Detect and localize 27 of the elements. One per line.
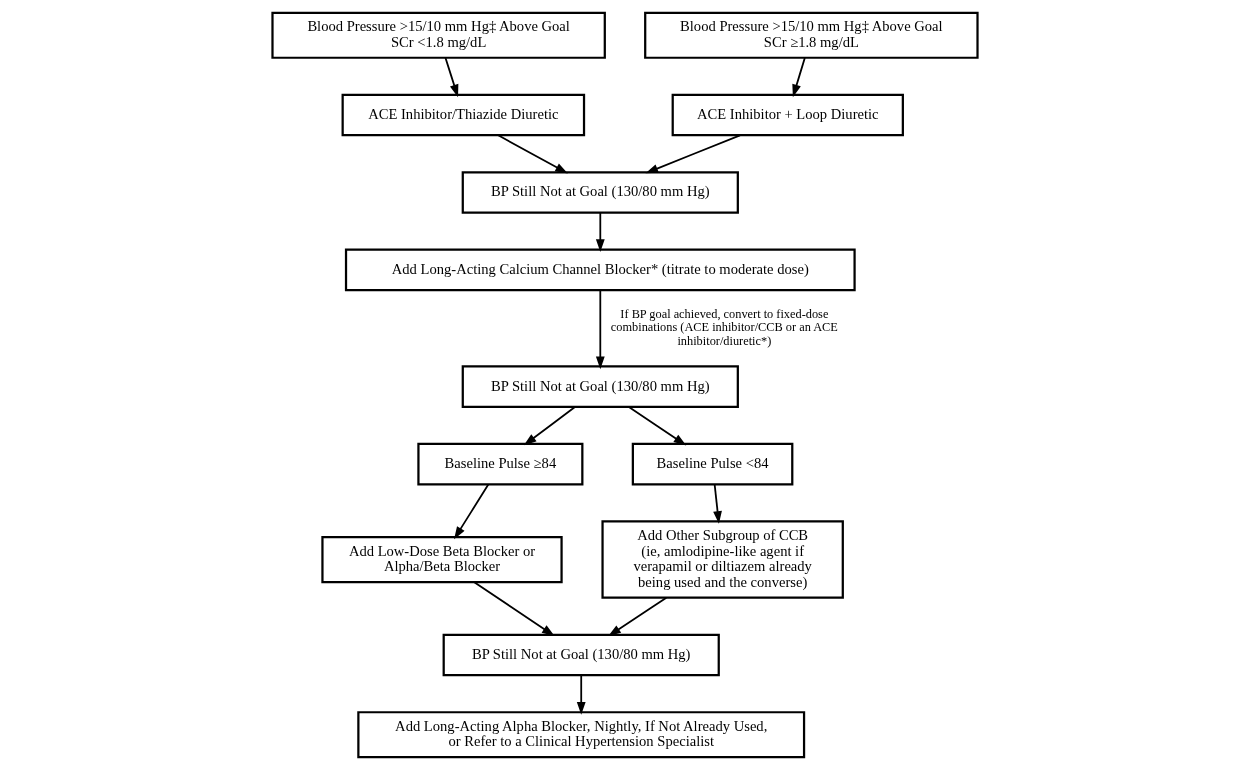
node-box: Blood Pressure >15/10 mm Hg‡ Above Goal SCr ≥1.8 mg/dL: [644, 11, 979, 59]
arrow: [713, 483, 722, 524]
arrow: [523, 406, 576, 446]
node-box: Add Long-Acting Calcium Channel Blocker* (titrate to moderate dose): [344, 248, 856, 292]
node-box: BP Still Not at Goal (130/80 mm Hg): [442, 633, 720, 677]
arrow: [473, 581, 555, 636]
node-box: Blood Pressure >15/10 mm Hg‡ Above Goal SCr <1.8 mg/dL: [271, 11, 606, 59]
node-box: Add Low-Dose Beta Blocker or Alpha/Beta Blocker: [321, 536, 563, 584]
arrow: [444, 57, 459, 98]
node-box: ACE Inhibitor + Loop Diuretic: [671, 93, 904, 137]
node-box: Add Long-Acting Alpha Blocker, Nightly, If Not Already Used, or Refer to a Clinical Hypertension Specialist: [357, 711, 806, 759]
arrow: [792, 57, 806, 98]
arrow: [576, 674, 586, 715]
arrow: [645, 134, 741, 174]
node-box: Baseline Pulse <84: [631, 442, 794, 486]
arrow: [608, 596, 668, 637]
arrow: [595, 289, 605, 370]
node-box: BP Still Not at Goal (130/80 mm Hg): [461, 171, 739, 214]
arrow: [497, 134, 568, 174]
arrow: [454, 483, 490, 540]
node-box: BP Still Not at Goal (130/80 mm Hg): [461, 365, 739, 408]
node-box: Add Other Subgroup of CCB (ie, amlodipine-like agent if verapamil or diltiazem already being used and the converse): [601, 520, 844, 599]
node-box: Baseline Pulse ≥84: [417, 442, 584, 486]
arrow: [628, 406, 687, 446]
edge-label: If BP goal achieved, convert to fixed-dose combinations (ACE inhibitor/CCB or an ACE inhibitor/diuretic*): [610, 306, 838, 348]
arrow: [595, 212, 605, 252]
node-box: ACE Inhibitor/Thiazide Diuretic: [341, 93, 586, 137]
